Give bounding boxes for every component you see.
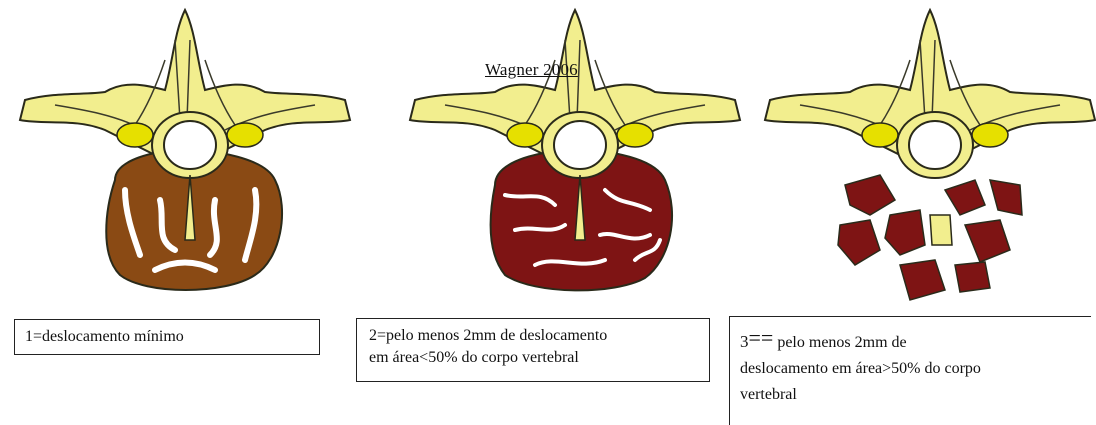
- caption-grade-2-line-1: 2=pelo menos 2mm de deslocamento: [369, 325, 697, 347]
- caption-grade-2: 2=pelo menos 2mm de deslocamento em área…: [356, 318, 710, 382]
- caption-grade-1-text: 1=deslocamento mínimo: [25, 328, 184, 345]
- vertebra-grade-2-illustration: [405, 0, 745, 310]
- caption-grade-3: 3== pelo menos 2mm de deslocamento em ár…: [729, 316, 1091, 425]
- caption-grade-3-number: 3: [740, 332, 749, 351]
- caption-grade-3-equals: ==: [749, 325, 774, 350]
- vertebra-grade-1-svg: [15, 0, 355, 310]
- caption-grade-2-line-2: em área<50% do corpo vertebral: [369, 347, 697, 369]
- vertebra-grade-3-svg: [760, 0, 1096, 310]
- caption-grade-3-line-3: vertebral: [740, 382, 1081, 408]
- vertebra-grade-3-illustration: [760, 0, 1096, 310]
- figure-credit: Wagner 2006: [485, 60, 578, 80]
- vertebra-grade-2-svg: [405, 0, 745, 310]
- vertebra-grade-1-illustration: [15, 0, 355, 310]
- caption-grade-3-line-1-text: pelo menos 2mm de: [773, 334, 906, 351]
- vertebral-body-fragments: [838, 175, 1022, 300]
- caption-grade-1: 1=deslocamento mínimo: [14, 319, 320, 355]
- caption-grade-3-line-2: deslocamento em área>50% do corpo: [740, 356, 1081, 382]
- caption-grade-3-line-1: 3== pelo menos 2mm de: [740, 325, 1081, 356]
